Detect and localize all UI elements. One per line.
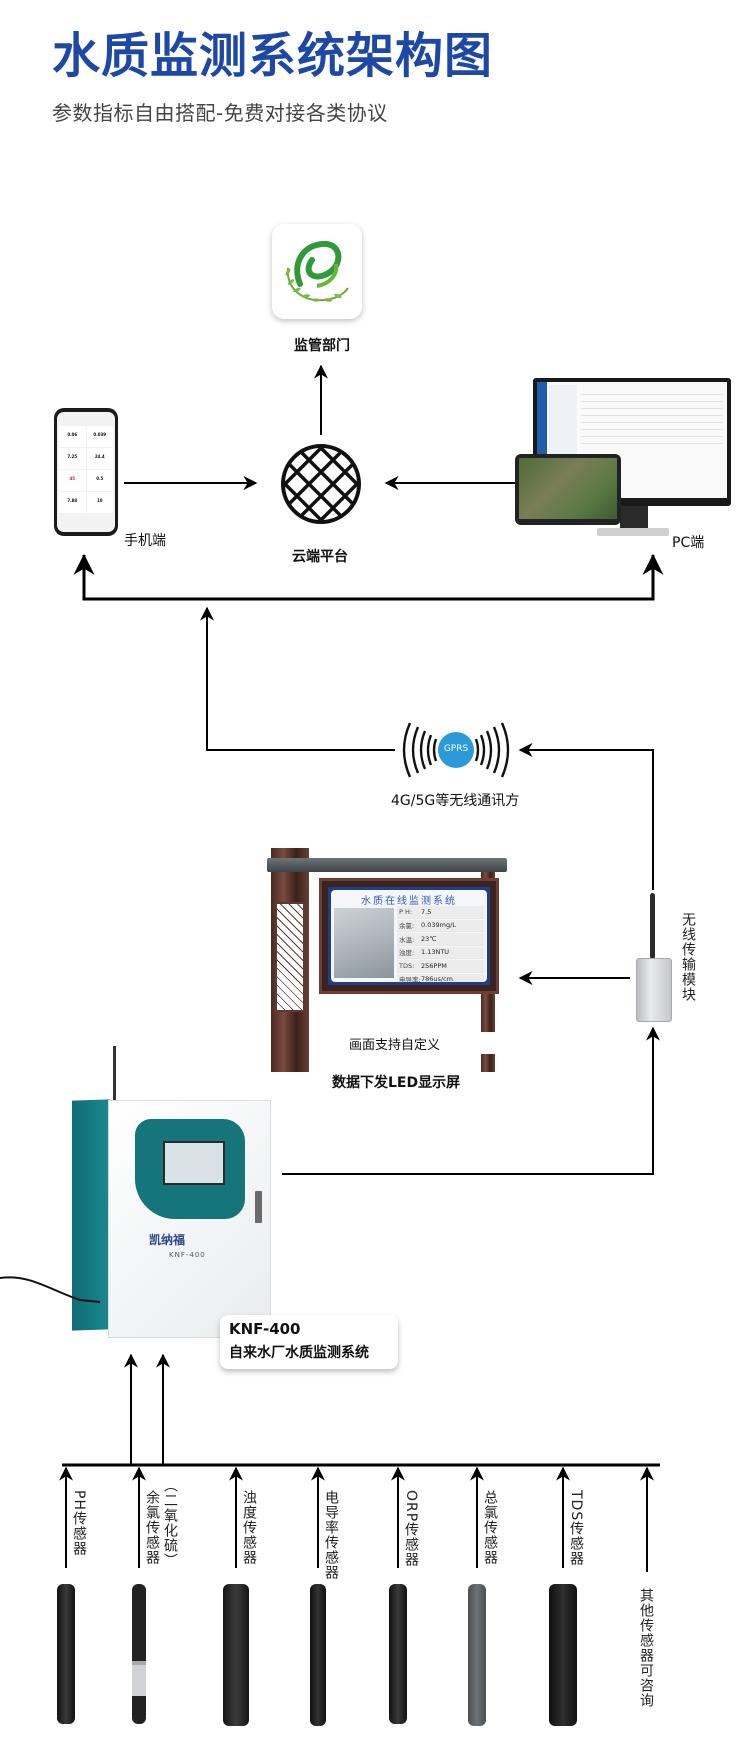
sensor-probe-icon bbox=[57, 1584, 75, 1724]
station-model-card: KNF-400 自来水厂水质监测系统 bbox=[220, 1315, 398, 1369]
network-label: 4G/5G等无线通讯方 bbox=[391, 793, 520, 809]
led-reading-row: TDS: 256PPM bbox=[397, 960, 484, 973]
billboard-lattice bbox=[275, 902, 305, 1012]
line-module-to-network bbox=[518, 743, 654, 890]
led-reading-value: 256PPM bbox=[421, 961, 447, 970]
phone-reading-cell: 7.25 bbox=[59, 448, 86, 469]
agency-logo-icon bbox=[285, 240, 349, 302]
sensor-label: 余氯传感器 bbox=[144, 1490, 160, 1565]
led-reading-key: 浊度: bbox=[399, 949, 415, 958]
billboard-roof bbox=[267, 858, 507, 872]
tablet-icon[interactable] bbox=[515, 454, 621, 525]
led-reading-row: P H: 7.5 bbox=[397, 906, 484, 919]
phone-reading-cell: 0.5 bbox=[86, 470, 113, 491]
led-reading-key: 余氯: bbox=[399, 922, 415, 931]
led-reading-key: P H: bbox=[399, 907, 413, 916]
monitoring-cabinet[interactable]: 凯纳福 KNF-400 bbox=[108, 1100, 271, 1338]
sensor-label: 其他传感器可咨询 bbox=[638, 1588, 654, 1708]
monitor-stand bbox=[620, 506, 648, 532]
page-subtitle: 参数指标自由搭配-免费对接各类协议 bbox=[52, 101, 388, 125]
sensor-label: TDS传感器 bbox=[568, 1490, 584, 1567]
sensor-sublabel: （二氧化硫） bbox=[162, 1478, 178, 1568]
led-reading-key: TDS: bbox=[399, 961, 415, 970]
agency-label: 监管部门 bbox=[294, 338, 350, 354]
billboard-frame: 水质在线监测系统 P H: 7.5 余氯: 0.039mg/L 水温: 23℃ 浊度: 1.1… bbox=[319, 878, 499, 994]
led-screen: 水质在线监测系统 P H: 7.5 余氯: 0.039mg/L 水温: 23℃ 浊度: 1.1… bbox=[328, 887, 490, 985]
display-label: 数据下发LED显示屏 bbox=[332, 1075, 461, 1091]
phone-reading-cell: 7.88 bbox=[59, 492, 86, 513]
sensor-probe-icon bbox=[310, 1584, 326, 1726]
led-reading-value: 1.13NTU bbox=[421, 948, 450, 957]
globe-icon bbox=[281, 444, 361, 524]
wireless-signal-icon bbox=[402, 722, 510, 778]
cloud-platform-node[interactable] bbox=[280, 443, 362, 525]
station-name: 自来水厂水质监测系统 bbox=[229, 1345, 369, 1361]
led-reading-key: 电导率: bbox=[399, 976, 421, 982]
led-reading-row: 水温: 23℃ bbox=[397, 933, 484, 946]
pc-label: PC端 bbox=[672, 535, 705, 551]
sensor-probe-icon bbox=[468, 1584, 486, 1726]
led-reading-row: 浊度: 1.13NTU bbox=[397, 946, 484, 959]
cabinet-model: KNF-400 bbox=[169, 1251, 206, 1259]
phone-reading-cell: 0.06 bbox=[59, 426, 86, 447]
module-antenna-icon bbox=[650, 893, 655, 959]
led-reading-value: 786us/cm bbox=[421, 975, 454, 982]
sensor-label: PH传感器 bbox=[71, 1490, 87, 1556]
cabinet-window bbox=[135, 1119, 245, 1219]
sensor-probe-icon bbox=[132, 1584, 146, 1724]
led-display-billboard[interactable]: 水质在线监测系统 P H: 7.5 余氯: 0.039mg/L 水温: 23℃ 浊度: 1.1… bbox=[267, 832, 507, 1072]
bus-mobile-pc bbox=[82, 555, 655, 601]
agency-card[interactable] bbox=[272, 224, 362, 319]
phone-reading-cell: 10 bbox=[86, 492, 113, 513]
sensor-label: ORP传感器 bbox=[403, 1490, 419, 1568]
phone-reading-cell: 24.4 bbox=[86, 448, 113, 469]
page-title: 水质监测系统架构图 bbox=[52, 28, 494, 84]
monitor-base bbox=[597, 528, 669, 536]
cloud-platform-label: 云端平台 bbox=[292, 549, 348, 565]
sensor-label: 电导率传感器 bbox=[323, 1490, 339, 1580]
led-reading-row: 电导率:786us/cm bbox=[397, 973, 484, 982]
led-reading-value: 7.5 bbox=[421, 907, 432, 916]
line-station-to-module bbox=[282, 1026, 660, 1175]
sensor-probe-icon bbox=[223, 1584, 249, 1726]
gprs-badge-label: GPRS bbox=[443, 744, 469, 754]
line-network-to-bus bbox=[200, 606, 395, 751]
cabinet-lock[interactable] bbox=[255, 1191, 262, 1223]
phone-reading-cell: 45 bbox=[59, 470, 86, 491]
tablet-map-screen bbox=[519, 458, 617, 519]
led-screen-title: 水质在线监测系统 bbox=[361, 896, 457, 907]
cabinet-antenna-icon bbox=[113, 1046, 116, 1102]
phone-reading-cell: 0.039 bbox=[86, 426, 113, 447]
station-model: KNF-400 bbox=[229, 1320, 301, 1338]
sensor-label: 总氯传感器 bbox=[482, 1490, 498, 1565]
cabinet-lcd bbox=[163, 1141, 225, 1185]
sensor-probe-icon bbox=[549, 1584, 577, 1726]
sensor-label: 浊度传感器 bbox=[241, 1490, 257, 1565]
gprs-badge bbox=[438, 732, 474, 768]
led-reading-value: 0.039mg/L bbox=[421, 921, 456, 930]
display-caption: 画面支持自定义 bbox=[349, 1038, 441, 1053]
mobile-label: 手机端 bbox=[124, 533, 166, 549]
led-reading-row: 余氯: 0.039mg/L bbox=[397, 919, 484, 932]
led-reading-key: 水温: bbox=[399, 935, 415, 944]
led-reading-value: 23℃ bbox=[421, 934, 437, 943]
wireless-module-label: 无线传输模块 bbox=[680, 912, 696, 1002]
cabinet-brand: 凯纳福 bbox=[149, 1233, 186, 1247]
wireless-network-node[interactable]: GPRS bbox=[398, 717, 514, 783]
wireless-module-icon[interactable] bbox=[636, 958, 672, 1022]
cabinet-cable bbox=[0, 1276, 101, 1303]
sensor-probe-icon bbox=[389, 1584, 407, 1724]
led-screen-photo bbox=[334, 908, 394, 978]
